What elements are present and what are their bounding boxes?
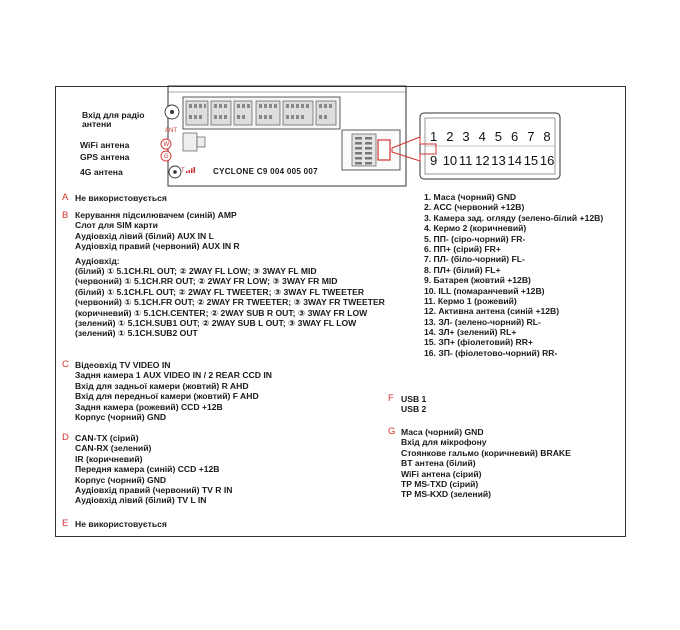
section-d-line: CAN-TX (сірий) xyxy=(75,433,139,443)
audio-output-line: (коричневий) ① 5.1CH.CENTER; ② 2WAY SUB … xyxy=(75,307,368,318)
audio-output-line: (зелений) ① 5.1CH.SUB1 OUT; ② 2WAY SUB L… xyxy=(75,317,357,328)
pin-number-bottom: 9 xyxy=(430,153,438,168)
section-g-line: TP MS-TXD (сірий) xyxy=(401,478,479,489)
4g-mark: T xyxy=(181,168,185,174)
pin-description: 13. ЗЛ- (зелено-чорний) RL- xyxy=(424,316,541,327)
audio-output-line: (червоний) ① 5.1CH.RR OUT; ② 2WAY FR LOW… xyxy=(75,276,338,287)
pin-number-top: 4 xyxy=(478,129,486,144)
section-d-line: Корпус (чорний) GND xyxy=(75,474,167,485)
section-a-text: Не використовується xyxy=(75,193,167,203)
section-c-line: Задня камера (рожевий) CCD +12В xyxy=(75,401,223,412)
section-d-line: CAN-RX (зелений) xyxy=(75,443,152,454)
pin-description: 3. Камера зад. огляду (зелено-білий +12В… xyxy=(424,212,604,223)
section-d-line: Аудіовхід правий (червоний) TV R IN xyxy=(75,484,233,495)
section-c-line: Відеовхід TV VIDEO IN xyxy=(75,360,171,370)
pin-description: 7. ПЛ- (біло-чорний) FL- xyxy=(424,254,525,265)
section-b-line: Аудіовхід лівий (білий) AUX IN L xyxy=(75,230,214,241)
pin-description: 14. ЗЛ+ (зелений) RL+ xyxy=(424,327,517,338)
pin-description: 10. ILL (помаранчевий +12В) xyxy=(424,285,545,296)
pin-description: 5. ПП- (сіро-чорний) FR- xyxy=(424,233,526,244)
pin-description: 16. ЗП- (фіолетово-чорний) RR- xyxy=(424,347,558,358)
gps-label: GPS антена xyxy=(80,152,130,162)
pin-number-top: 7 xyxy=(527,129,535,144)
audio-output-line: (білий) ① 5.1CH.FL OUT; ② 2WAY FL TWEETE… xyxy=(75,286,365,297)
section-b-audio-lines: (білий) ① 5.1CH.RL OUT; ② 2WAY FL LOW; ③… xyxy=(75,266,385,339)
pin-number-bottom: 15 xyxy=(523,153,539,168)
pin-number-top: 5 xyxy=(494,129,503,144)
section-c-line: Вхід для задньої камери (жовтий) R AHD xyxy=(75,380,249,391)
pin-description: 12. Активна антена (синій +12В) xyxy=(424,306,560,317)
section-g-line: TP MS-KXD (зелений) xyxy=(401,489,492,500)
section-b-letter: B xyxy=(62,210,69,221)
wifi-antenna-socket xyxy=(160,138,172,150)
section-b-line: Керування підсилювачем (синій) AMP xyxy=(75,210,237,220)
pin-number-bottom: 16 xyxy=(539,153,555,168)
section-g-line: Маса (чорний) GND xyxy=(401,427,484,437)
section-g-line: BT антена (білий) xyxy=(401,458,476,469)
section-g-line: WiFi антена (сірий) xyxy=(401,468,482,479)
pin-description: 1. Маса (чорний) GND xyxy=(424,192,517,202)
ant-mark: ANT xyxy=(165,128,177,134)
pin-description: 8. ПЛ+ (білий) FL+ xyxy=(424,264,501,275)
gps-mark: G xyxy=(164,154,169,160)
section-c-line: Корпус (чорний) GND xyxy=(75,411,167,422)
section-b-line: Аудіовхід правий (червоний) AUX IN R xyxy=(75,241,240,252)
model-label: CYCLONE C9 004 005 007 xyxy=(213,167,318,176)
audio-output-line: (білий) ① 5.1CH.RL OUT; ② 2WAY FL LOW; ③… xyxy=(75,266,317,276)
section-a-letter: A xyxy=(62,192,69,203)
section-d-line: IR (коричневий) xyxy=(75,453,143,464)
pin-number-bottom: 13 xyxy=(491,153,506,168)
section-f-letter: F xyxy=(388,393,394,404)
audio-output-line: (червоний) ① 5.1CH.FR OUT; ② 2WAY FR TWE… xyxy=(75,297,385,308)
pin-number-top: 2 xyxy=(446,129,454,144)
pin-description: 15. ЗП+ (фіолетовий) RR+ xyxy=(424,337,533,348)
pin-description: 4. Кермо 2 (коричневий) xyxy=(424,223,527,234)
pin-number-top: 1 xyxy=(430,129,438,144)
section-b-line: Слот для SIM карти xyxy=(75,220,158,231)
pin-number-bottom: 14 xyxy=(507,153,522,168)
radio-antenna-label: Вхід для радіо антени xyxy=(82,110,145,129)
section-d-line: Передня камера (синій) CCD +12В xyxy=(75,464,220,475)
section-e-letter: E xyxy=(62,518,69,529)
section-c-letter: C xyxy=(62,359,69,370)
pin-number-top: 6 xyxy=(511,129,519,144)
signal-icon xyxy=(186,167,195,173)
section-f-line: USB 2 xyxy=(401,404,427,415)
section-g-line: Стоянкове гальмо (коричневий) BRAKE xyxy=(401,447,571,458)
section-b-audio-title: Аудіовхід: xyxy=(75,256,120,266)
pin-description: 11. Кермо 1 (рожевий) xyxy=(424,295,517,306)
section-e-text: Не використовується xyxy=(75,519,167,529)
gps-antenna-socket xyxy=(160,150,172,162)
4g-label: 4G антена xyxy=(80,167,123,177)
pin-number-top: 8 xyxy=(543,129,551,144)
connector-arrow xyxy=(391,136,437,162)
section-c-line: Вхід для передньої камери (жовтий) F AHD xyxy=(75,391,259,402)
audio-output-line: (зелений) ① 5.1CH.SUB2 OUT xyxy=(75,328,198,339)
section-d-line: Аудіовхід лівий (білий) TV L IN xyxy=(75,495,207,506)
section-c-line: Задня камера 1 AUX VIDEO IN / 2 REAR CCD… xyxy=(75,370,272,381)
unit-body xyxy=(167,85,407,187)
pin-number-bottom: 10 xyxy=(442,153,458,168)
pin-description: 6. ПП+ (сірий) FR+ xyxy=(424,243,501,254)
section-f-line: USB 1 xyxy=(401,394,427,404)
wifi-mark: W xyxy=(163,142,170,148)
section-d-lines: CAN-TX (сірий)CAN-RX (зелений)IR (коричн… xyxy=(75,433,232,506)
section-g-letter: G xyxy=(388,426,396,437)
pin-number-bottom: 11 xyxy=(458,153,473,168)
section-g-line: Вхід для мікрофону xyxy=(401,437,487,448)
pin-number-top: 3 xyxy=(462,129,470,144)
pin-description: 2. ACC (червоний +12В) xyxy=(424,202,525,213)
pin-description: 9. Батарея (жовтий +12В) xyxy=(424,275,531,286)
pin-number-bottom: 12 xyxy=(475,153,490,168)
wifi-label: WiFi антена xyxy=(80,140,130,150)
section-d-letter: D xyxy=(62,432,69,443)
